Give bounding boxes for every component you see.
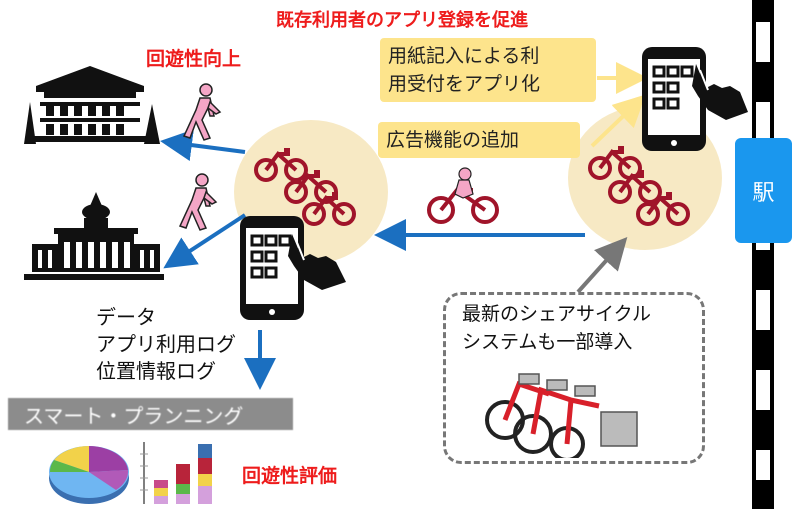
bicycle-icon <box>254 148 356 226</box>
cyclist-icon <box>427 167 499 224</box>
pedestrian-icon <box>182 83 222 141</box>
data-line-3: 位置情報ログ <box>96 359 216 383</box>
smartphone-icon <box>642 47 706 151</box>
pedestrian-icon <box>178 173 218 231</box>
paper-to-app-line-2: 用受付をアプリ化 <box>388 73 541 95</box>
bicycle-icon <box>588 146 690 226</box>
data-text-block: データ アプリ利用ログ 位置情報ログ <box>96 304 236 385</box>
new-system-line-2: システムも一部導入 <box>462 331 633 353</box>
arrow-hub-to-building-top <box>160 129 246 161</box>
pointing-hand-icon <box>288 234 346 290</box>
station-sign: 駅 <box>735 138 792 243</box>
ad-feature-label: 広告機能の追加 <box>386 129 520 151</box>
share-bike-rack-icon <box>485 373 638 458</box>
ad-feature-callout: 広告機能の追加 <box>378 122 580 158</box>
smartphone-icon <box>240 216 304 320</box>
circulation-eval-label: 回遊性評価 <box>242 465 338 487</box>
data-line-1: データ <box>96 305 156 329</box>
arrow-hub-to-building-bottom <box>163 213 247 269</box>
railway-track-icon <box>752 0 774 509</box>
paper-to-app-callout: 用紙記入による利 用受付をアプリ化 <box>380 38 596 102</box>
new-system-box <box>443 292 705 464</box>
promote-users-label: 既存利用者のアプリ登録を促進 <box>276 10 528 31</box>
paper-to-app-line-1: 用紙記入による利 <box>388 45 540 67</box>
circulation-up-label: 回遊性向上 <box>146 48 242 70</box>
station-label: 駅 <box>752 180 775 206</box>
smart-planning-bar: スマート・プランニング <box>8 398 293 430</box>
pointing-hand-icon <box>692 64 748 120</box>
arrow-ad-to-phone <box>590 94 646 148</box>
bar-chart-icon <box>140 442 212 504</box>
data-line-2: アプリ利用ログ <box>96 332 236 356</box>
arrow-new-system-up <box>576 237 628 294</box>
new-system-text: 最新のシェアサイクル システムも一部導入 <box>462 300 651 356</box>
building-icon <box>24 192 164 280</box>
building-icon <box>24 66 160 144</box>
smart-planning-label: スマート・プランニング <box>24 403 244 428</box>
new-system-line-1: 最新のシェアサイクル <box>462 303 652 325</box>
pie-chart-icon <box>49 446 129 504</box>
